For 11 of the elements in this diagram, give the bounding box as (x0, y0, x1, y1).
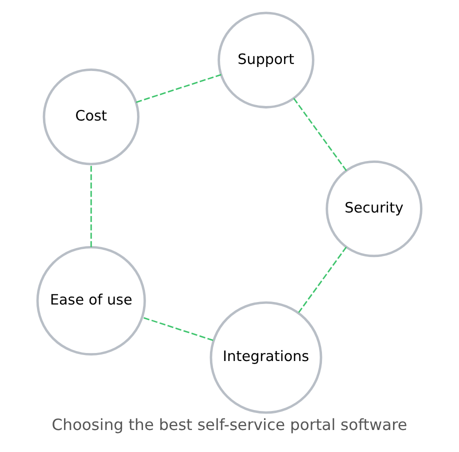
connector (293, 98, 347, 172)
connector (298, 246, 347, 313)
connector (142, 316, 214, 342)
node-circle: Ease of use (36, 246, 146, 356)
connector (136, 74, 222, 103)
connector (90, 164, 92, 248)
node-circle: Support (218, 12, 314, 108)
node-circle: Integrations (210, 301, 322, 414)
diagram-title: Choosing the best self-service portal software (52, 416, 408, 434)
node-circle: Security (326, 160, 422, 258)
node-circle: Cost (42, 68, 140, 166)
